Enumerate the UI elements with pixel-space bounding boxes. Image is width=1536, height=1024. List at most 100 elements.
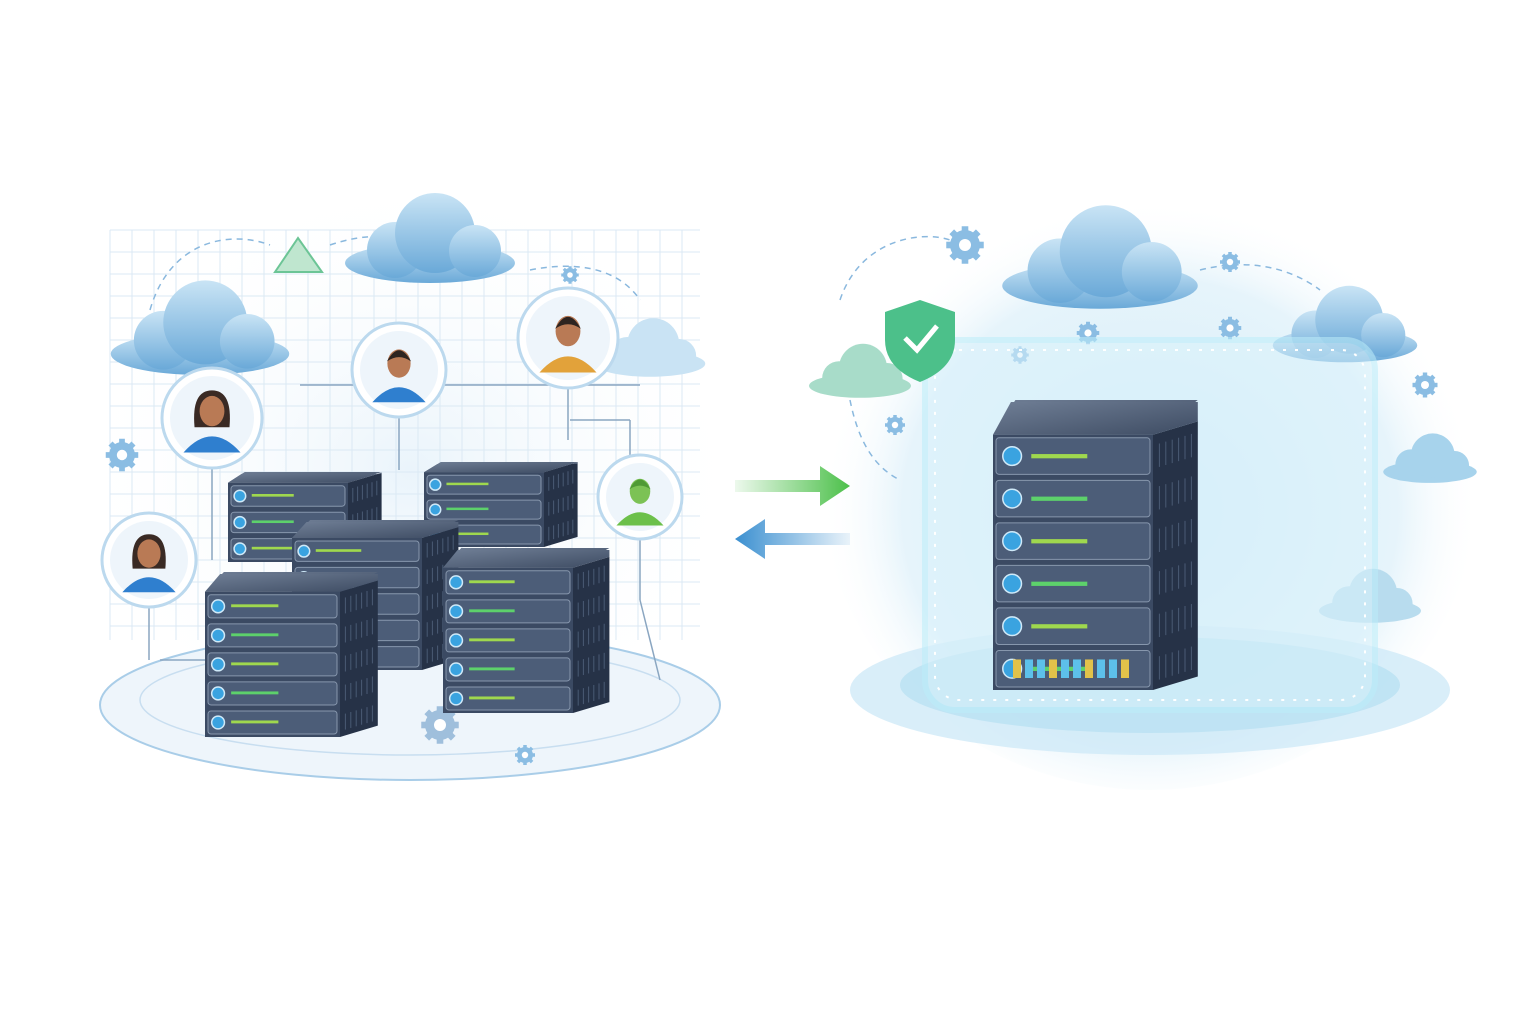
activity-bar xyxy=(251,520,294,524)
gear-hole xyxy=(1084,329,1092,337)
cloud-part xyxy=(871,363,903,395)
activity-bar xyxy=(251,494,294,497)
drive-bay xyxy=(1013,659,1021,678)
server-top xyxy=(443,550,610,568)
cloud-part xyxy=(1381,588,1413,620)
server-unit xyxy=(995,479,1151,518)
avatar-face xyxy=(137,539,161,568)
server-stack-front-right xyxy=(443,548,610,713)
gear-hole xyxy=(434,719,446,731)
power-led xyxy=(210,599,226,614)
shield-icon xyxy=(885,300,955,382)
gear-icon xyxy=(105,438,139,472)
activity-bar xyxy=(231,720,279,724)
gear-hole xyxy=(116,449,128,461)
power-led xyxy=(210,686,226,701)
power-led xyxy=(1002,616,1023,637)
drive-bay xyxy=(1061,659,1069,678)
avatar-hair xyxy=(386,350,412,362)
activity-bar xyxy=(251,546,294,550)
drive-bay xyxy=(1049,659,1057,678)
avatar-shirt xyxy=(539,356,597,373)
power-led xyxy=(448,633,464,648)
central-server-stack xyxy=(993,400,1198,690)
activity-bar xyxy=(1031,624,1088,629)
server-unit xyxy=(207,681,338,706)
server-unit xyxy=(995,564,1151,603)
container-dots xyxy=(934,349,1366,701)
warning-triangle-icon xyxy=(273,236,324,273)
drive-bay xyxy=(1085,659,1093,678)
avatar-shirt xyxy=(616,512,664,526)
activity-bar xyxy=(469,667,515,671)
server-unit xyxy=(995,437,1151,475)
power-led xyxy=(233,489,247,503)
server-unit xyxy=(294,540,420,562)
avatar-shirt xyxy=(372,387,426,403)
avatar-shirt xyxy=(122,577,176,593)
server-unit xyxy=(995,607,1151,645)
cloud-icon xyxy=(1383,433,1477,483)
server-top xyxy=(205,574,378,592)
shield-check xyxy=(903,324,939,354)
server-top xyxy=(993,402,1198,435)
avatar-face xyxy=(199,395,225,427)
power-led xyxy=(233,515,247,529)
server-unit xyxy=(445,657,571,682)
power-led xyxy=(210,715,226,730)
activity-bar xyxy=(469,580,515,584)
activity-bar xyxy=(469,696,515,700)
dashed-link xyxy=(529,265,641,301)
server-unit xyxy=(426,499,542,520)
cloud-icon xyxy=(110,280,290,375)
power-led xyxy=(210,657,226,672)
cloud-part xyxy=(1121,242,1182,302)
activity-bar xyxy=(1031,454,1088,459)
arrow-right-icon xyxy=(735,466,850,506)
gear-icon xyxy=(1218,316,1242,340)
gear-hole xyxy=(959,239,971,251)
drive-bay xyxy=(1097,659,1105,678)
activity-bar xyxy=(446,507,489,511)
power-led xyxy=(233,542,247,556)
user-avatar xyxy=(596,453,684,541)
server-unit xyxy=(445,599,571,624)
power-led xyxy=(1002,573,1023,594)
activity-bar xyxy=(446,482,489,486)
server-side xyxy=(1153,421,1198,690)
gear-icon xyxy=(946,226,984,264)
gear-icon xyxy=(561,266,579,284)
drive-bay xyxy=(1121,659,1129,678)
server-unit xyxy=(207,710,338,735)
arrow-left-icon xyxy=(735,519,850,559)
cloud-icon xyxy=(1002,205,1198,309)
activity-bar xyxy=(1031,539,1088,544)
cloud-part xyxy=(662,339,697,373)
drive-bay xyxy=(1025,659,1033,678)
activity-bar xyxy=(231,691,279,695)
server-stack-front-left xyxy=(205,572,378,737)
power-led xyxy=(448,575,464,590)
avatar-hair xyxy=(629,479,651,490)
server-unit xyxy=(995,522,1151,560)
activity-bar xyxy=(1031,581,1088,586)
gear-hole xyxy=(1226,324,1234,332)
power-led xyxy=(448,691,464,706)
activity-bar xyxy=(446,532,489,536)
server-side xyxy=(573,556,610,713)
server-top xyxy=(424,462,578,473)
activity-bar xyxy=(231,662,279,666)
gear-hole xyxy=(521,751,529,759)
gear-hole xyxy=(891,421,899,429)
gear-icon xyxy=(1220,252,1240,272)
power-led xyxy=(1002,445,1023,467)
server-unit xyxy=(207,623,338,648)
cloud-part xyxy=(449,225,501,277)
user-avatar xyxy=(350,321,448,419)
power-led xyxy=(1002,531,1023,552)
activity-bar xyxy=(469,609,515,613)
avatar-hair xyxy=(555,316,581,329)
server-unit xyxy=(207,594,338,619)
gear-hole xyxy=(567,272,573,278)
user-avatar xyxy=(516,286,620,390)
